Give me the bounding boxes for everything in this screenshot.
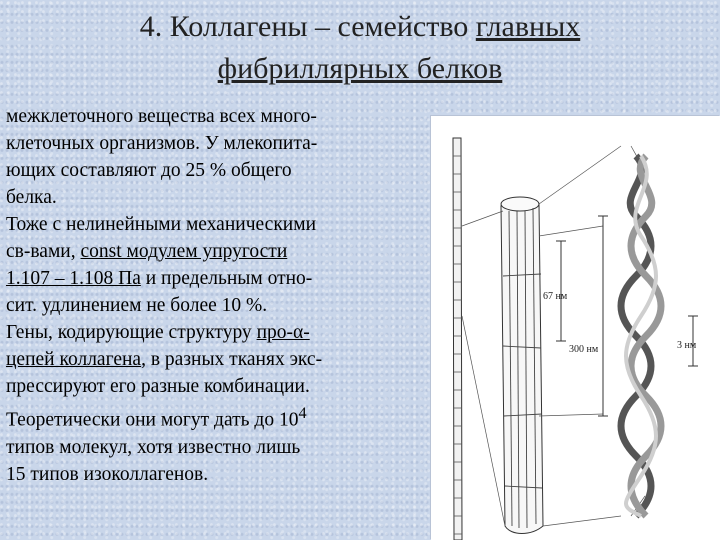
text-run: и предельным отно- xyxy=(140,268,313,289)
underlined-text: про-α- xyxy=(256,322,310,343)
label-300nm: 300 нм xyxy=(569,344,599,355)
title-line-2: фибриллярных белков xyxy=(0,48,720,90)
text-line: сит. удлинением не более 10 %. xyxy=(6,295,268,316)
title-line-1: 4. Коллагены – семейство главных xyxy=(0,6,720,48)
underlined-text: 1.107 – 1.108 Па xyxy=(6,268,141,289)
slide-title: 4. Коллагены – семейство главных фибрилл… xyxy=(0,6,720,90)
underlined-text: цепей коллагена xyxy=(6,349,142,370)
text-line: 1.107 – 1.108 Па и предельным отно- xyxy=(6,265,416,292)
text-line: клеточных организмов. У млекопита- xyxy=(6,133,318,154)
collagen-fibril-illustration: 67 нм 300 нм 3 нм xyxy=(431,116,720,540)
text-line: Гены, кодирующие структуру про-α- xyxy=(6,319,416,346)
title-text: 4. Коллагены – семейство xyxy=(139,10,476,43)
body-text: межклеточного вещества всех много- клето… xyxy=(6,103,416,488)
text-run: Гены, кодирующие структуру xyxy=(6,322,257,343)
text-line: типов молекул, хотя известно лишь xyxy=(6,436,301,458)
text-line: 15 типов изоколлагенов. xyxy=(6,463,209,485)
text-line: Теоретически они могут дать до 104 xyxy=(6,400,416,434)
text-line: межклеточного вещества всех много- xyxy=(6,106,317,127)
text-run: , в разных тканях экс- xyxy=(141,349,323,370)
superscript: 4 xyxy=(298,404,307,422)
text-line: цепей коллагена, в разных тканях экс- xyxy=(6,346,416,373)
underlined-text: const модулем упругости xyxy=(80,241,288,262)
text-run: Теоретически они могут дать до 10 xyxy=(6,409,299,431)
text-run: св-вами, xyxy=(6,241,81,262)
label-3nm: 3 нм xyxy=(677,340,697,351)
label-67nm: 67 нм xyxy=(543,291,568,302)
collagen-diagram: 67 нм 300 нм 3 нм xyxy=(452,137,698,540)
text-line: св-вами, const модулем упругости xyxy=(6,238,416,265)
title-underlined-2: фибриллярных белков xyxy=(217,52,503,85)
text-line: ющих составляют до 25 % общего xyxy=(6,160,292,181)
text-line: белка. xyxy=(6,187,57,208)
text-line: прессируют его разные комбинации. xyxy=(6,376,310,397)
title-underlined: главных xyxy=(475,10,581,43)
text-line: Тоже с нелинейными механическими xyxy=(6,214,317,235)
